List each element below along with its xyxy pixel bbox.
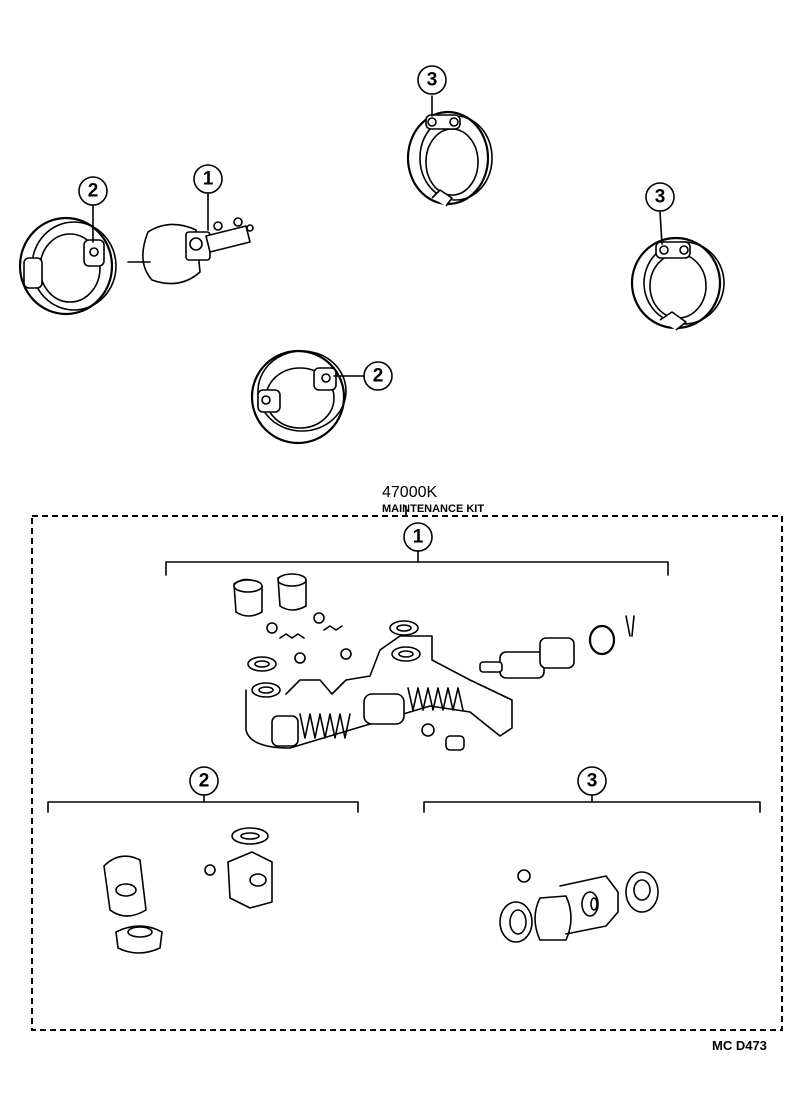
callout-2-left: 2 <box>78 176 108 206</box>
kit-part-number: 47000K <box>382 484 437 501</box>
svg-text:1: 1 <box>203 169 214 190</box>
svg-text:2: 2 <box>199 771 210 792</box>
callout-1-kit: 1 <box>403 522 433 552</box>
svg-text:3: 3 <box>587 771 598 792</box>
svg-text:1: 1 <box>413 527 424 548</box>
bracket-2 <box>47 801 359 813</box>
brake-shoe-center <box>250 349 347 445</box>
brake-shoe-right <box>630 236 725 331</box>
svg-text:3: 3 <box>427 70 438 91</box>
leader-line <box>659 211 663 245</box>
diagram-code: MC D473 <box>712 1038 767 1053</box>
callout-1-top: 1 <box>193 164 223 194</box>
brake-shoe-left <box>18 216 117 316</box>
kit-boundary-box <box>31 515 783 1031</box>
master-cylinder-kit-parts <box>233 573 635 751</box>
svg-text:2: 2 <box>373 366 384 387</box>
brake-shoe-top-center <box>406 110 493 207</box>
wheel-cylinder-kit-2-parts <box>103 827 273 954</box>
callout-3-kit: 3 <box>577 766 607 796</box>
wheel-cylinder-kit-3-parts <box>499 869 659 943</box>
bracket-1 <box>165 561 669 576</box>
master-cylinder-with-booster <box>127 217 254 285</box>
callout-3-right: 3 <box>645 182 675 212</box>
bracket-3 <box>423 801 761 813</box>
callout-3-top: 3 <box>417 65 447 95</box>
callout-2-kit: 2 <box>189 766 219 796</box>
svg-text:2: 2 <box>88 181 99 202</box>
kit-name: MAINTENANCE KIT <box>382 503 484 515</box>
svg-text:3: 3 <box>655 187 666 208</box>
callout-2-center: 2 <box>363 361 393 391</box>
